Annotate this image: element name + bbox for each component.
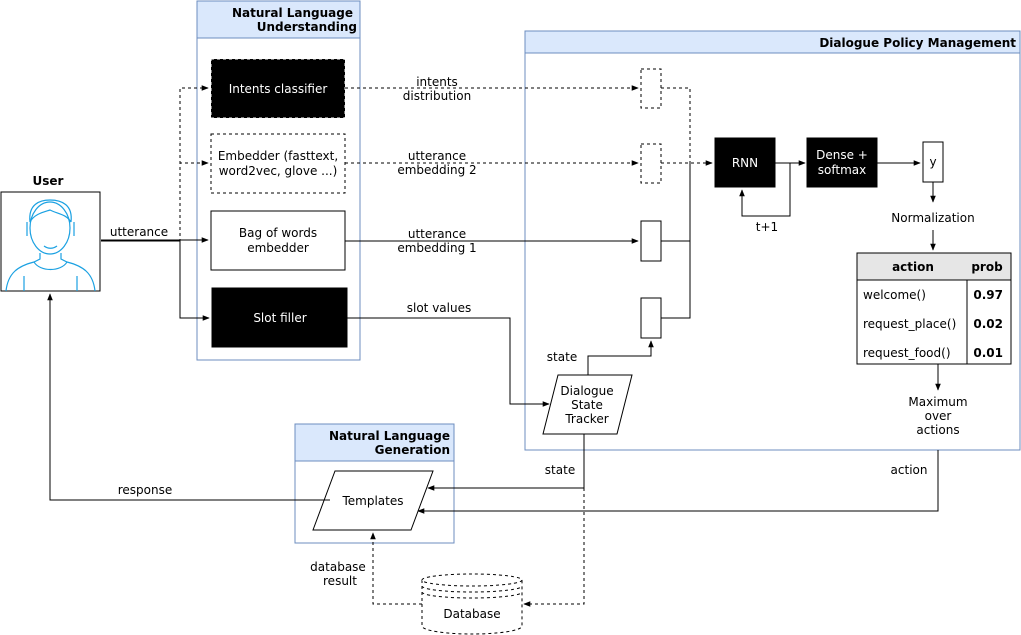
merge-edges — [661, 87, 713, 319]
bag-of-words-block: Bag of words embedder — [210, 210, 346, 271]
intents-classifier-label: Intents classifier — [229, 82, 328, 96]
nlg-title-line2: Generation — [375, 443, 450, 457]
dense-softmax-block: Dense + softmax — [806, 137, 878, 188]
slot-filler-block: Slot filler — [211, 287, 348, 348]
db-result-label-line2: result — [323, 574, 357, 588]
dense-label-line1: Dense + — [816, 148, 868, 162]
nlg-title-line1: Natural Language — [329, 429, 450, 443]
dst-label-line2: State — [571, 398, 603, 412]
max-label-line2: over — [925, 409, 952, 423]
dst-label-line1: Dialogue — [560, 384, 613, 398]
dpm-title: Dialogue Policy Management — [819, 36, 1016, 50]
max-label-line1: Maximum — [908, 395, 967, 409]
utterance-label: utterance — [110, 225, 168, 239]
nlu-title-line2: Understanding — [257, 20, 357, 34]
utterance-edges — [101, 85, 210, 321]
emb1-edge-label-1: utterance — [408, 227, 466, 241]
table-cell-prob: 0.97 — [973, 288, 1003, 302]
database-edges — [370, 488, 585, 607]
rnn-block: RNN — [714, 137, 776, 188]
table-cell-action: request_place() — [863, 317, 956, 331]
embedding1-slot-box — [640, 220, 662, 262]
emb2-edge-label-2: embedding 2 — [397, 163, 476, 177]
action-table: action prob welcome() 0.97 request_place… — [856, 252, 1012, 365]
bow-label-line1: Bag of words — [239, 226, 317, 240]
table-header-prob: prob — [971, 260, 1003, 274]
user-icon — [5, 199, 96, 292]
dst-to-state-slot-edge — [587, 340, 654, 375]
response-edge — [47, 293, 330, 501]
user-title: User — [33, 174, 64, 188]
embedder-label-line2: word2vec, glove ...) — [219, 164, 338, 178]
state-top-label: state — [547, 350, 577, 364]
slot-values-label: slot values — [407, 301, 471, 315]
templates-label: Templates — [341, 494, 403, 508]
table-header-action: action — [892, 260, 934, 274]
intents-classifier-block: Intents classifier — [210, 58, 346, 119]
action-label: action — [891, 463, 928, 477]
response-label: response — [118, 483, 173, 497]
table-cell-action: welcome() — [863, 288, 926, 302]
emb1-edge-label-2: embedding 1 — [397, 241, 476, 255]
feature-edges — [345, 85, 639, 407]
database-cylinder: Database — [421, 573, 523, 635]
state-bottom-label: state — [545, 463, 575, 477]
user-actor: User — [0, 174, 101, 292]
rnn-loop — [739, 160, 806, 217]
nlu-title-line1: Natural Language — [232, 6, 353, 20]
dense-label-line2: softmax — [818, 163, 866, 177]
embedding2-slot-box — [640, 143, 662, 184]
intents-edge-label-2: distribution — [403, 89, 471, 103]
rnn-label: RNN — [732, 156, 758, 170]
database-label: Database — [443, 607, 500, 621]
normalization-label: Normalization — [891, 211, 974, 225]
templates-block: Templates — [312, 470, 434, 531]
feature-slots — [640, 68, 662, 339]
db-result-label-line1: database — [310, 560, 366, 574]
embedder-label-line1: Embedder (fasttext, — [218, 149, 338, 163]
bow-label-line2: embedder — [247, 241, 309, 255]
emb2-edge-label-1: utterance — [408, 149, 466, 163]
dialogue-state-tracker: Dialogue State Tracker — [542, 374, 633, 435]
intents-edge-label-1: intents — [416, 75, 458, 89]
y-output-box: y — [922, 141, 944, 183]
slot-filler-label: Slot filler — [253, 311, 306, 325]
intent-slot-box — [640, 68, 662, 109]
embedder-block: Embedder (fasttext, word2vec, glove ...) — [210, 133, 346, 194]
dst-label-line3: Tracker — [564, 412, 608, 426]
max-label-line3: actions — [916, 423, 959, 437]
state-slot-box — [640, 297, 662, 339]
table-cell-prob: 0.01 — [973, 346, 1003, 360]
table-cell-action: request_food() — [863, 346, 951, 360]
y-label: y — [929, 155, 936, 169]
t-plus-1-label: t+1 — [756, 220, 778, 234]
table-cell-prob: 0.02 — [973, 317, 1003, 331]
